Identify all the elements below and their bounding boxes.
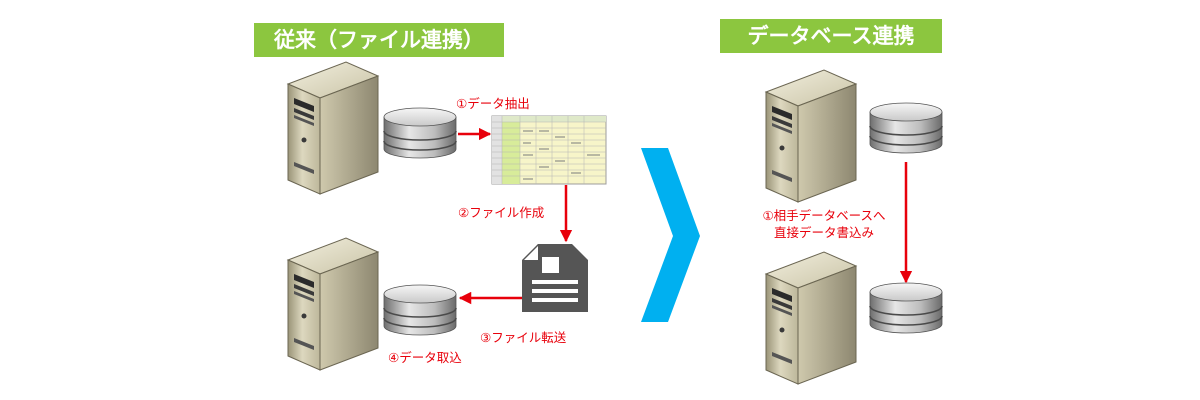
step-import-label: ④データ取込 — [388, 350, 462, 365]
right-target-database-icon — [869, 282, 943, 334]
right-source-database-icon — [869, 102, 943, 154]
conventional-title-banner: 従来（ファイル連携） — [254, 23, 504, 57]
target-database-icon — [383, 284, 457, 336]
database-link-title-banner: データベース連携 — [720, 19, 942, 53]
direct-write-label-line2: 直接データ書込み — [773, 225, 874, 240]
direct-write-label: ①相手データベースへ 直接データ書込み — [754, 207, 894, 241]
direct-write-label-line1: ①相手データベースへ — [762, 208, 886, 223]
step-extract-label: ①データ抽出 — [456, 96, 530, 111]
step-transfer-label: ③ファイル転送 — [480, 330, 567, 345]
target-server-icon — [287, 237, 379, 371]
right-source-server-icon — [765, 69, 857, 203]
spreadsheet-icon — [491, 115, 607, 185]
step-create-file-label: ②ファイル作成 — [458, 205, 545, 220]
document-file-icon — [522, 244, 588, 312]
right-target-server-icon — [765, 251, 857, 385]
transition-arrow — [641, 148, 700, 322]
source-server-icon — [287, 61, 379, 195]
source-database-icon — [383, 107, 457, 159]
